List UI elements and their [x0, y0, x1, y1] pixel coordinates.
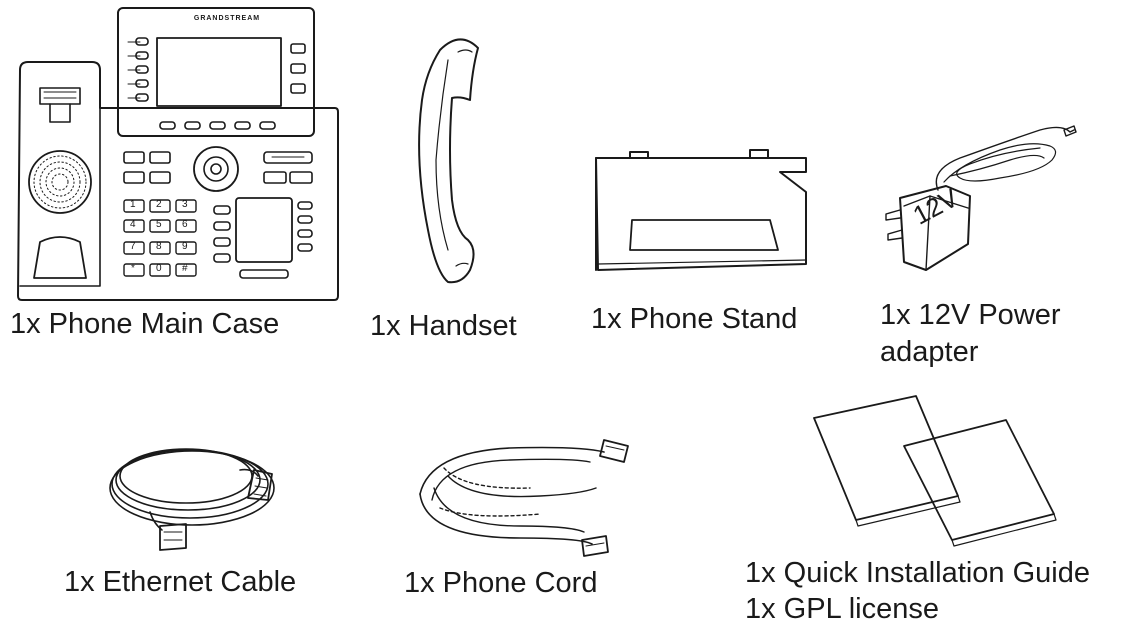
label-phone-cord: 1x Phone Cord — [404, 567, 598, 599]
label-handset: 1x Handset — [370, 310, 517, 342]
brand-logo: GRANDSTREAM — [193, 15, 261, 22]
keypad-digit: 2 — [156, 199, 162, 210]
phone-main-case-illustration — [18, 8, 338, 300]
keypad-digit: # — [182, 263, 188, 274]
keypad-digit: 4 — [130, 219, 136, 230]
keypad-digit: * — [131, 263, 135, 274]
documents-illustration — [814, 396, 1056, 546]
keypad-digit: 8 — [156, 241, 162, 252]
label-phone-stand: 1x Phone Stand — [591, 303, 798, 335]
keypad-digit: 9 — [182, 241, 188, 252]
keypad-digit: 5 — [156, 219, 162, 230]
power-adapter-illustration — [886, 126, 1076, 270]
label-power-adapter-line1: 1x 12V Power — [880, 299, 1061, 331]
keypad-digit: 7 — [130, 241, 136, 252]
label-power-adapter-line2: adapter — [880, 336, 979, 368]
handset-illustration — [419, 39, 478, 282]
keypad-digit: 3 — [182, 199, 188, 210]
label-ethernet-cable: 1x Ethernet Cable — [64, 566, 297, 598]
keypad-digit: 0 — [156, 263, 162, 274]
keypad-digit: 6 — [182, 219, 188, 230]
phone-cord-illustration — [420, 440, 628, 556]
keypad-digit: 1 — [130, 199, 136, 210]
label-docs-line1: 1x Quick Installation Guide — [745, 557, 1090, 589]
phone-stand-illustration — [596, 150, 806, 270]
ethernet-cable-illustration — [110, 449, 274, 550]
label-docs-line2: 1x GPL license — [745, 593, 939, 625]
label-main-case: 1x Phone Main Case — [10, 308, 280, 340]
